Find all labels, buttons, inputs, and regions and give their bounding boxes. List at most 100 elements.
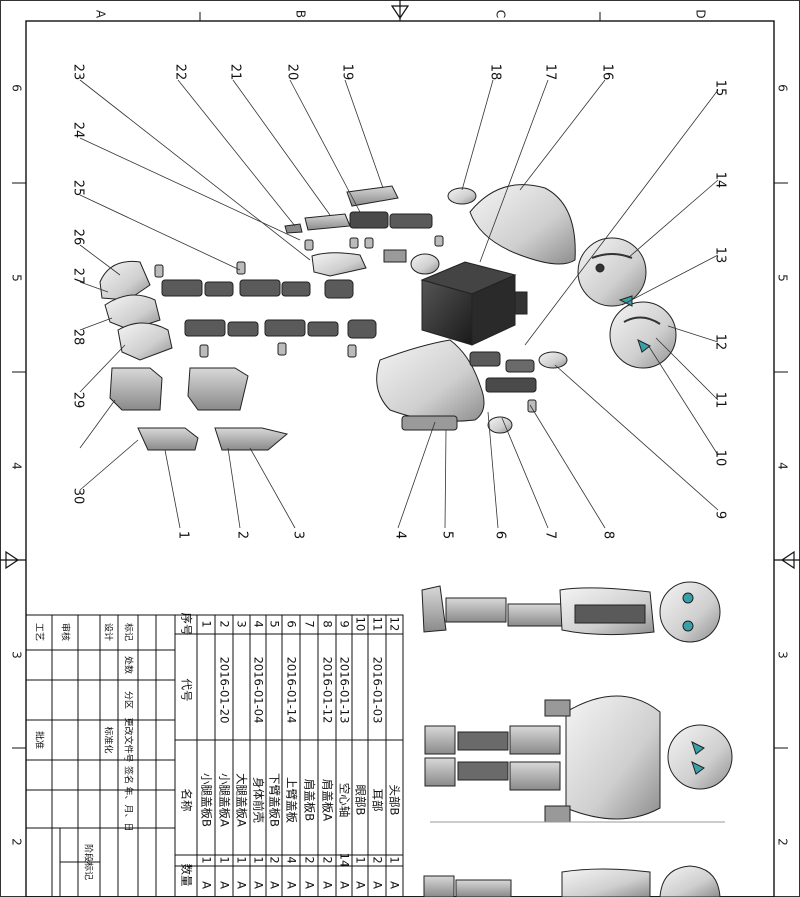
zone-number-right: 4: [776, 462, 790, 470]
bom-header-code: 代号: [180, 679, 194, 702]
tb-mark: 标记: [123, 623, 135, 641]
bom-row-qty: 2: [303, 856, 317, 863]
part-bracket-22: [284, 223, 303, 234]
tb-review: 审核: [60, 623, 72, 641]
part-thigh-plate-a: [109, 367, 163, 411]
callout-4: 4: [393, 531, 408, 539]
bom-row-qty: 14: [338, 853, 352, 868]
bom-header-name: 名称: [180, 789, 194, 812]
tb-sign: 签名: [123, 766, 135, 784]
bom-row-qty: 1: [200, 856, 214, 863]
part-leg-plate-2: [214, 427, 289, 451]
callout-2: 2: [235, 531, 250, 539]
part-foot-26: [99, 260, 151, 301]
bom-row-seq: 1: [200, 620, 214, 627]
zone-number-right: 3: [776, 651, 790, 659]
bom-row-seq: 7: [303, 620, 317, 627]
bom-row-qty-suffix: A: [285, 881, 299, 889]
part-shoulder-a: [469, 351, 501, 367]
zone-number-left: 6: [10, 84, 24, 92]
callout-20: 20: [285, 64, 300, 81]
bom-row-qty-suffix: A: [268, 881, 282, 889]
callout-8: 8: [601, 531, 616, 539]
callout-6: 6: [493, 531, 508, 539]
callout-12: 12: [713, 334, 728, 351]
zone-number-left: 5: [10, 274, 24, 282]
callout-22: 22: [173, 64, 188, 81]
bom-row-seq: 12: [388, 617, 402, 632]
bom-row-qty: 4: [285, 856, 299, 863]
part-servo-arm-a: [349, 211, 389, 229]
zone-letter: C: [494, 10, 508, 18]
callout-30: 30: [71, 488, 86, 505]
title-block: [25, 614, 176, 897]
bom-row-name: 大腿盖板A: [235, 773, 249, 827]
part-disk-9: [538, 351, 568, 369]
bom-row-name: 耳部: [371, 789, 385, 812]
bom-row-name: 肩盖板B: [303, 779, 317, 821]
tb-design: 设计: [103, 623, 115, 641]
bom-table: [174, 614, 404, 897]
bom-row-name: 肩盖板A: [321, 779, 335, 821]
bom-row-qty: 2: [371, 856, 385, 863]
callout-23: 23: [71, 64, 86, 81]
part-shoulder-b: [505, 359, 535, 373]
part-cover-small: [410, 253, 440, 275]
bom-row-qty: 1: [252, 856, 266, 863]
bom-row-name: 小腿盖板B: [200, 773, 214, 827]
bom-row-seq: 8: [321, 620, 335, 627]
bom-row-name: 下臂盖板B: [268, 773, 282, 827]
tb-stage: 阶段标记: [83, 844, 95, 880]
side-view-bottom: [423, 865, 721, 897]
bom-row-name: 身体前壳: [252, 777, 266, 823]
part-hand-25: [311, 252, 367, 277]
zone-ticks-top: [199, 12, 601, 21]
part-foot-28: [117, 322, 173, 361]
callout-18: 18: [488, 64, 503, 81]
leader-lines: [79, 79, 719, 529]
bom-row-qty: 1: [388, 856, 402, 863]
zone-number-right: 2: [776, 838, 790, 846]
callout-14: 14: [713, 172, 728, 189]
zone-ticks-left: [12, 182, 26, 749]
centering-marks: [0, 0, 800, 570]
zone-number-left: 2: [10, 838, 24, 846]
bom-row-qty-suffix: A: [303, 881, 317, 889]
callout-1: 1: [176, 531, 191, 539]
bom-header-seq: 序号: [180, 613, 194, 636]
part-front-shell-4: [376, 339, 485, 422]
bom-row-seq: 4: [252, 620, 266, 627]
zone-ticks-right: [774, 182, 788, 749]
bom-row-name: 小腿盖板A: [218, 773, 232, 827]
side-view: [421, 581, 721, 643]
bom-row-qty-suffix: A: [252, 881, 266, 889]
part-servo-arm-b: [389, 213, 433, 229]
bom-row-qty-suffix: A: [354, 881, 368, 889]
callout-7: 7: [543, 531, 558, 539]
callout-16: 16: [600, 64, 615, 81]
bom-row-seq: 2: [218, 620, 232, 627]
bom-row-code: 2016-01-14: [285, 657, 299, 724]
bom-row-code: 2016-01-20: [218, 657, 232, 724]
exploded-view: [99, 184, 677, 451]
callout-3: 3: [291, 531, 306, 539]
callout-24: 24: [71, 122, 86, 139]
tb-standard: 标准化: [103, 726, 115, 753]
bom-row-code: 2016-01-13: [338, 657, 352, 724]
bom-row-name: 眼部B: [354, 785, 368, 816]
zone-letter: A: [94, 10, 108, 19]
zone-number-left: 4: [10, 462, 24, 470]
part-head-dome-13: [577, 237, 647, 307]
bom-row-qty: 1: [235, 856, 249, 863]
part-bracket-21: [304, 213, 351, 231]
bom-row-qty-suffix: A: [338, 881, 352, 889]
bom-row-code: 2016-01-12: [321, 657, 335, 724]
callout-15: 15: [713, 80, 728, 97]
bom-row-qty: 1: [218, 856, 232, 863]
callout-25: 25: [71, 180, 86, 197]
zone-number-right: 6: [776, 84, 790, 92]
bom-row-code: 2016-01-04: [252, 657, 266, 724]
